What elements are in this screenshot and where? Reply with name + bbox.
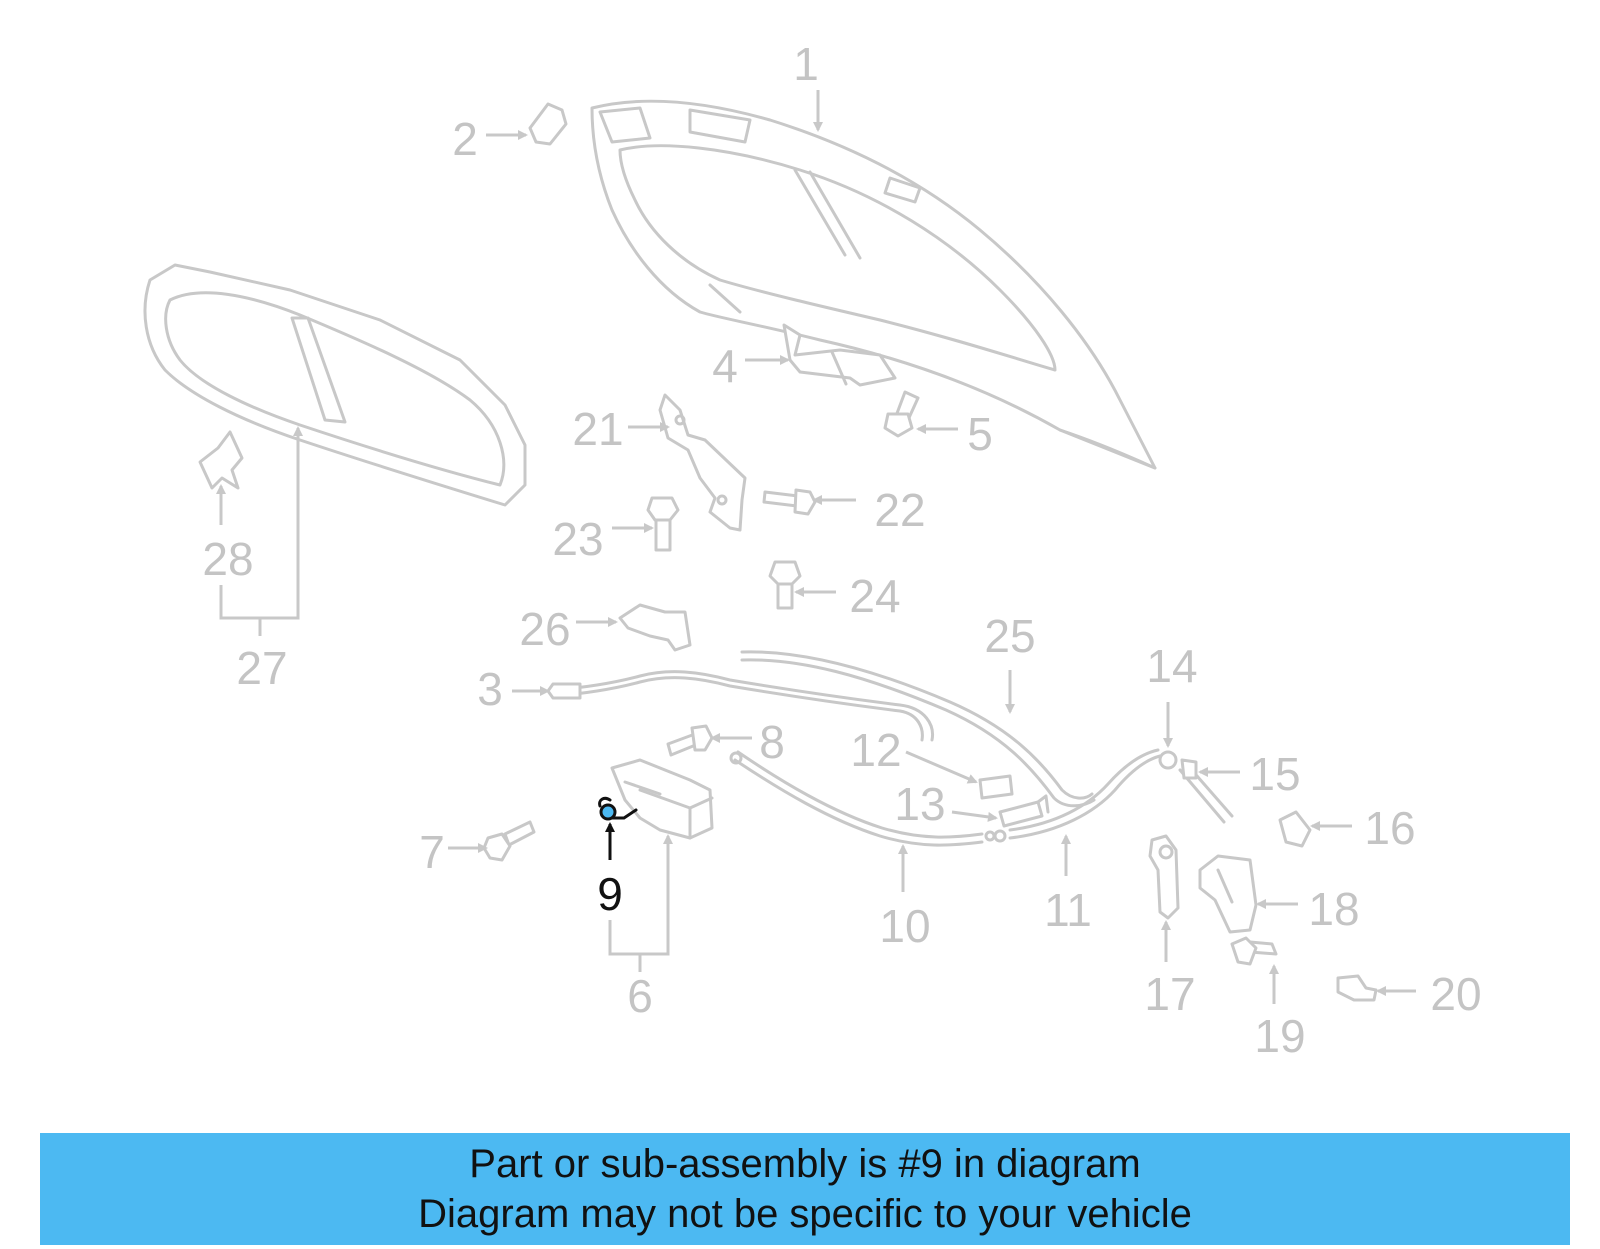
callout-7[interactable]: 7 bbox=[419, 826, 445, 878]
callout-28[interactable]: 28 bbox=[202, 533, 253, 585]
callout-26-group[interactable]: 26 bbox=[519, 603, 618, 655]
latch-cable-10 bbox=[729, 750, 984, 847]
callout-2-group[interactable]: 2 bbox=[452, 113, 528, 165]
callout-1[interactable]: 1 bbox=[793, 38, 819, 90]
bolt-24 bbox=[768, 560, 802, 610]
callout-26[interactable]: 26 bbox=[519, 603, 570, 655]
callout-11[interactable]: 11 bbox=[1044, 884, 1092, 936]
callout-17[interactable]: 17 bbox=[1144, 968, 1195, 1020]
callout-13[interactable]: 13 bbox=[894, 778, 945, 830]
hood-latch-assembly bbox=[610, 758, 714, 840]
callout-23-group[interactable]: 23 bbox=[552, 513, 654, 565]
callout-15[interactable]: 15 bbox=[1249, 748, 1300, 800]
hood-panel bbox=[590, 99, 1157, 470]
cable-clip-14 bbox=[1158, 750, 1178, 770]
hood-hinge bbox=[658, 393, 747, 532]
callout-21-group[interactable]: 21 bbox=[572, 403, 670, 455]
grommet-16 bbox=[1278, 810, 1312, 848]
callout-20[interactable]: 20 bbox=[1430, 968, 1481, 1020]
callout-8[interactable]: 8 bbox=[759, 716, 785, 768]
callout-19-group[interactable]: 19 bbox=[1254, 964, 1306, 1062]
callout-5[interactable]: 5 bbox=[967, 408, 993, 460]
callout-13-group[interactable]: 13 bbox=[894, 778, 998, 830]
callout-25[interactable]: 25 bbox=[984, 610, 1035, 662]
callout-12-group[interactable]: 12 bbox=[850, 724, 978, 784]
callout-19[interactable]: 19 bbox=[1254, 1010, 1305, 1062]
callout-3[interactable]: 3 bbox=[477, 663, 503, 715]
callout-15-group[interactable]: 15 bbox=[1198, 748, 1301, 800]
callout-20-group[interactable]: 20 bbox=[1376, 968, 1482, 1020]
callout-14[interactable]: 14 bbox=[1146, 640, 1197, 692]
callout-24[interactable]: 24 bbox=[849, 570, 900, 622]
callout-11-group[interactable]: 11 bbox=[1044, 834, 1092, 936]
callout-23[interactable]: 23 bbox=[552, 513, 603, 565]
callout-6[interactable]: 6 bbox=[627, 970, 653, 1022]
callout-18[interactable]: 18 bbox=[1308, 883, 1359, 935]
release-cable-11 bbox=[984, 748, 1162, 843]
callout-2[interactable]: 2 bbox=[452, 113, 478, 165]
callout-22-group[interactable]: 22 bbox=[812, 484, 926, 536]
callout-1-group[interactable]: 1 bbox=[793, 38, 823, 132]
bracket-17 bbox=[1148, 834, 1180, 920]
bolt-23 bbox=[646, 496, 680, 552]
callout-4[interactable]: 4 bbox=[712, 340, 738, 392]
hood-latch-striker bbox=[782, 323, 897, 387]
hood-insulator bbox=[143, 263, 527, 507]
callout-7-group[interactable]: 7 bbox=[419, 826, 488, 878]
clip-20 bbox=[1336, 974, 1378, 1002]
bolt-7 bbox=[482, 820, 536, 862]
callout-10[interactable]: 10 bbox=[879, 900, 930, 952]
callout-17-group[interactable]: 17 bbox=[1144, 920, 1196, 1020]
bolt-5 bbox=[883, 390, 920, 438]
housing-18 bbox=[1198, 854, 1258, 934]
callout-6-group[interactable]: 6 bbox=[608, 834, 673, 1022]
banner-line-disclaimer: Diagram may not be specific to your vehi… bbox=[418, 1192, 1192, 1236]
cable-25 bbox=[740, 650, 1096, 808]
callout-16-group[interactable]: 16 bbox=[1310, 802, 1416, 854]
callout-9-group[interactable]: 9 bbox=[597, 822, 623, 920]
callout-27[interactable]: 27 bbox=[236, 642, 287, 694]
callout-16[interactable]: 16 bbox=[1364, 802, 1415, 854]
cable-clip-26 bbox=[618, 603, 692, 652]
callout-4-group[interactable]: 4 bbox=[712, 340, 790, 392]
callout-3-group[interactable]: 3 bbox=[477, 663, 550, 715]
bolt-22 bbox=[762, 488, 817, 516]
callout-21[interactable]: 21 bbox=[572, 403, 623, 455]
callout-28-group[interactable]: 28 bbox=[202, 484, 254, 585]
bolt-8 bbox=[666, 724, 714, 757]
callout-8-group[interactable]: 8 bbox=[710, 716, 785, 768]
callout-24-group[interactable]: 24 bbox=[794, 570, 901, 622]
callout-12[interactable]: 12 bbox=[850, 724, 901, 776]
callout-14-group[interactable]: 14 bbox=[1146, 640, 1198, 748]
cable-connector-13 bbox=[998, 794, 1050, 828]
callout-9[interactable]: 9 bbox=[597, 868, 623, 920]
highlighted-part-9 bbox=[598, 796, 638, 821]
callout-25-group[interactable]: 25 bbox=[984, 610, 1036, 714]
callout-10-group[interactable]: 10 bbox=[879, 844, 931, 952]
banner-line-part: Part or sub-assembly is #9 in diagram bbox=[469, 1142, 1141, 1186]
callout-5-group[interactable]: 5 bbox=[916, 408, 993, 460]
callout-22[interactable]: 22 bbox=[874, 484, 925, 536]
callout-18-group[interactable]: 18 bbox=[1256, 883, 1360, 935]
cable-clip-12 bbox=[978, 774, 1014, 800]
insulator-clip bbox=[198, 430, 244, 490]
bolt-19 bbox=[1230, 936, 1278, 966]
support-rod-15 bbox=[1178, 758, 1234, 824]
callout-27-group[interactable]: 27 bbox=[219, 426, 303, 694]
info-banner: Part or sub-assembly is #9 in diagram Di… bbox=[40, 1133, 1570, 1245]
hood-bumper-stop bbox=[528, 102, 568, 146]
